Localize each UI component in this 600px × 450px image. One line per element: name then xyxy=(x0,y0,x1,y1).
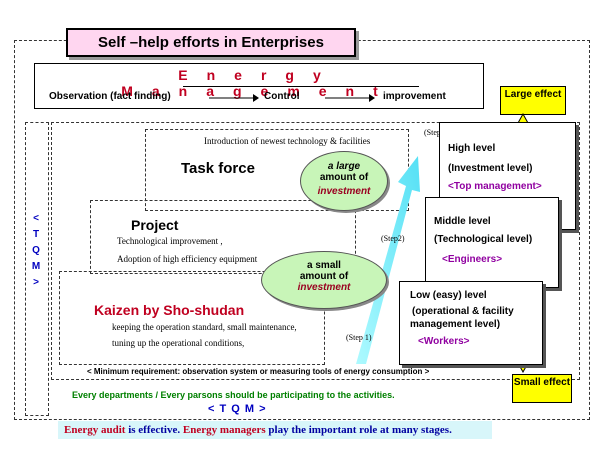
large-investment-line-1: a large xyxy=(327,161,361,172)
kaizen-box xyxy=(59,271,325,365)
low-level-box: Low (easy) level (operational & facility… xyxy=(399,281,543,365)
project-line-2: Adoption of high efficiency equipment xyxy=(117,254,258,264)
tqm-vertical-char: > xyxy=(33,277,39,288)
high-level-title: High level xyxy=(448,143,496,154)
inner-frame xyxy=(51,122,580,380)
small-investment-ellipse: a small amount of investment xyxy=(261,251,387,309)
arrow-right-icon xyxy=(209,94,259,102)
improvement-label: improvement xyxy=(383,91,446,102)
energy-management-box: Energy Management Observation (fact find… xyxy=(34,63,484,109)
footer-text-2: play the important role at many stages. xyxy=(265,424,452,436)
small-investment-line-1: a small xyxy=(307,260,341,271)
step-1-label: (Step 1) xyxy=(346,333,372,342)
kaizen-title: Kaizen by Sho-shudan xyxy=(94,302,245,318)
low-level-title: Low (easy) level xyxy=(410,290,487,301)
footer-energy-audit: Energy audit xyxy=(64,424,126,436)
high-level-sub: (Investment level) xyxy=(448,163,533,174)
large-investment-line-2: amount of xyxy=(319,172,369,183)
footer-energy-managers: Energy managers xyxy=(182,424,266,436)
middle-level-who: <Engineers> xyxy=(442,254,503,265)
observation-label: Observation (fact finding) xyxy=(49,91,171,102)
project-title: Project xyxy=(131,217,179,233)
middle-level-title: Middle level xyxy=(434,216,491,227)
progress-arrow-icon xyxy=(356,156,420,364)
task-force-title: Task force xyxy=(181,160,255,177)
large-effect-label: Large effect xyxy=(504,89,562,100)
minimum-requirement: < Minimum requirement: observation syste… xyxy=(87,367,430,376)
large-investment-line-3: investment xyxy=(317,186,371,197)
large-effect-badge: Large effect xyxy=(500,86,566,115)
arrow-right-icon xyxy=(325,94,375,102)
tqm-vertical-char: Q xyxy=(32,245,40,256)
project-box xyxy=(90,200,356,274)
kaizen-line-1: keeping the operation standard, small ma… xyxy=(112,322,297,332)
control-label: Control xyxy=(264,91,300,102)
energy-management-title: Energy Management xyxy=(121,67,397,99)
footer-text-1: is effective. xyxy=(125,424,183,436)
small-investment-line-3: investment xyxy=(297,282,351,293)
tqm-bottom-label: < T Q M > xyxy=(208,403,267,415)
small-effect-badge: Small effect xyxy=(512,374,572,403)
tqm-vertical-char: M xyxy=(31,261,41,272)
step-3-label: (Step3) xyxy=(424,128,448,137)
high-level-who: <Top management> xyxy=(448,181,542,192)
tqm-vertical-char: < xyxy=(33,213,39,224)
low-level-sub-2: management level) xyxy=(410,319,501,330)
task-force-intro: Introduction of newest technology & faci… xyxy=(204,136,371,146)
energy-management-underline xyxy=(183,86,419,87)
low-level-who: <Workers> xyxy=(418,336,470,347)
step-2-label: (Step2) xyxy=(381,234,405,243)
kaizen-line-2: tuning up the operational conditions, xyxy=(112,338,245,348)
project-line-1: Technological improvement , xyxy=(117,236,223,246)
tqm-vertical-frame xyxy=(25,122,49,416)
small-investment-line-2: amount of xyxy=(299,271,349,282)
tqm-vertical-char: T xyxy=(32,229,40,240)
tqm-vertical-label: < T Q M > xyxy=(28,213,44,289)
every-departments: Every departments / Every parsons should… xyxy=(72,390,395,400)
page-title: Self –help efforts in Enterprises xyxy=(66,28,356,57)
large-investment-ellipse: a large amount of investment xyxy=(300,151,388,211)
low-level-sub-1: (operational & facility xyxy=(412,306,514,317)
footer-note: Energy audit is effective. Energy manage… xyxy=(58,421,492,439)
middle-level-sub: (Technological level) xyxy=(434,234,533,245)
small-effect-label: Small effect xyxy=(513,377,571,388)
middle-level-box: Middle level (Technological level) <Engi… xyxy=(425,197,559,288)
